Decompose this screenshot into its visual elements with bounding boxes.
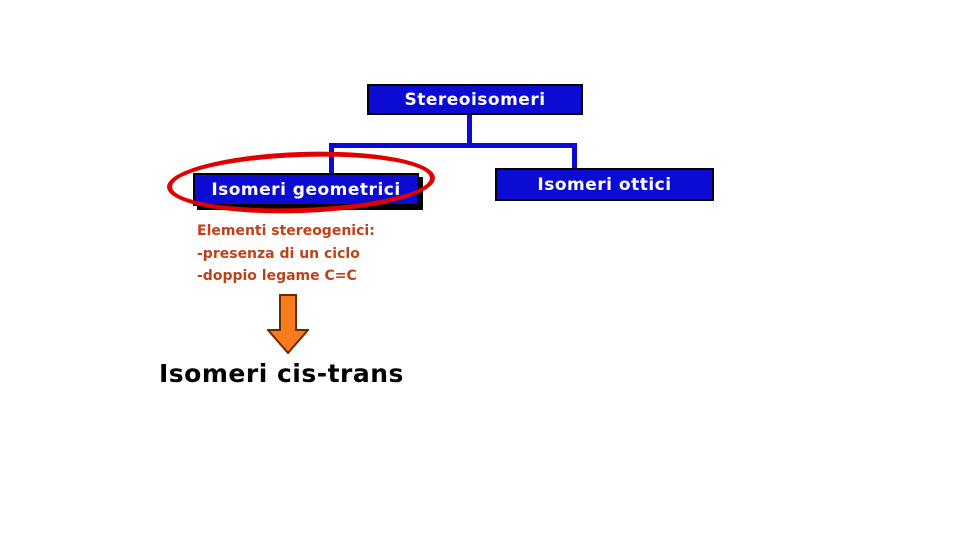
node-isomeri-geometrici: Isomeri geometrici (193, 173, 419, 206)
node-isomeri-geometrici-label: Isomeri geometrici (211, 179, 401, 200)
connector-branch-line (329, 143, 577, 148)
annotation-block: Elementi stereogenici: -presenza di un c… (197, 220, 375, 288)
node-isomeri-ottici: Isomeri ottici (495, 168, 714, 201)
node-stereoisomeri-label: Stereoisomeri (404, 89, 546, 110)
annotation-title: Elementi stereogenici: (197, 223, 375, 239)
connector-drop-geometrici (329, 147, 334, 174)
connector-drop-ottici (572, 147, 577, 169)
down-arrow-icon (267, 294, 309, 354)
annotation-item: -presenza di un ciclo (197, 245, 360, 262)
node-isomeri-ottici-label: Isomeri ottici (537, 174, 672, 195)
node-stereoisomeri: Stereoisomeri (367, 84, 583, 115)
result-heading: Isomeri cis-trans (159, 359, 404, 388)
connector-root-stem (467, 115, 472, 144)
annotation-item: -doppio legame C=C (197, 268, 357, 284)
